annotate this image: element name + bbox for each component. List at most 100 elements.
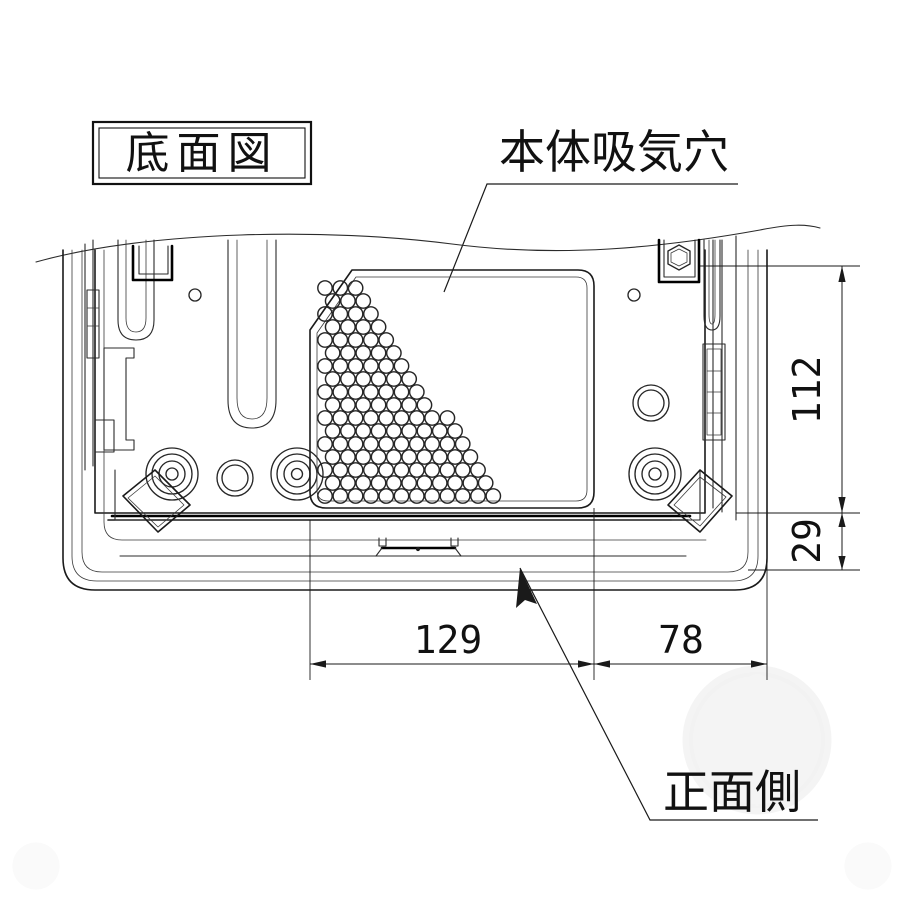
vent-hole [424,436,441,452]
vent-hole [332,384,349,400]
right-u-slot-outer [703,239,721,331]
dim-label-78: 78 [658,618,704,662]
vent-hole [340,371,356,387]
clip-center-dot [415,546,421,552]
vent-hole [332,280,349,296]
vent-hole [340,293,356,309]
dim-label-29: 29 [785,518,829,564]
dimension-group-horizontal: 129 78 [309,508,768,680]
vent-hole [340,449,356,465]
vent-hole [378,436,395,452]
vent-hole [378,332,395,348]
vent-hole [355,319,372,335]
arrow-29-top [838,513,846,527]
vent-hole [324,371,341,387]
vent-hole [324,319,341,335]
ladder-grille [702,343,726,441]
left-lower-tab [114,469,151,521]
vent-hole [462,449,479,465]
vent-hole [362,384,379,400]
vent-hole [385,345,402,361]
vent-hole [393,488,410,504]
center-bottom-clip-bracket [375,537,462,557]
title-box-label: 底面図 [126,128,279,179]
vent-hole [378,358,395,374]
boss-right-upper [632,384,670,422]
left-u-slot2-inner [236,239,268,420]
chamfer-corner-left [122,469,191,533]
vent-hole [317,410,333,426]
vent-hole [317,436,333,452]
vent-hole [447,423,463,439]
vent-hole [378,410,395,426]
title-box: 底面図 [91,120,313,186]
vent-hole [317,488,333,504]
vent-hole [332,306,349,322]
vent-hole [355,293,372,309]
vent-hole [439,436,456,452]
vent-hole [370,319,387,335]
right-side-details [627,235,737,521]
vent-hole [370,423,387,439]
vent-hole [401,423,418,439]
vent-hole [347,306,364,322]
vent-hole [362,436,379,452]
vent-hole [439,488,456,504]
vent-hole [385,423,402,439]
vent-hole [454,488,471,504]
vent-hole [385,397,402,413]
vent-hole [347,410,364,426]
vent-hole [332,358,349,374]
outer-body-edge [62,249,768,591]
arrow-29-bottom [838,556,846,570]
vent-hole [454,436,471,452]
annotation-front: 正面側 [516,567,818,821]
vent-hole [393,436,410,452]
vent-hole [462,475,479,491]
vent-hole [362,306,379,322]
vent-hole [362,462,379,478]
annotation-intake-leader [443,183,738,293]
hex-screw-recess [657,238,701,284]
vent-hole [424,462,441,478]
vent-hole [393,358,410,374]
boss-right-lower [628,447,682,501]
vent-hole [385,475,402,491]
left-top-recess [131,244,174,282]
vent-hole [401,371,418,387]
vent-hole [324,449,341,465]
left-slot-a [86,289,100,359]
outer-body-edge-inner [71,249,759,582]
vent-hole [370,475,387,491]
vent-hole [370,345,387,361]
vent-hole [378,384,395,400]
boss-left-outer [145,447,199,501]
vent-hole [332,462,349,478]
vent-hole [393,410,410,426]
annotation-intake: 本体吸気穴 [443,125,738,293]
vent-hole [408,462,425,478]
vent-hole [485,488,502,504]
inner-plate-edge-2 [103,249,707,541]
left-u-slot2-outer [227,239,277,429]
inner-plate-edge [94,249,706,514]
vent-hole [340,345,356,361]
arrow-78-right [751,660,767,668]
vent-hole [347,462,364,478]
vent-hole [355,397,372,413]
left-u-slot-inner [125,239,147,333]
chassis-outline [35,224,821,591]
vent-hole [355,345,372,361]
vent-hole [378,488,395,504]
vent-hole [470,462,486,478]
arrow-129-left [310,660,326,668]
left-tab-notch [94,419,115,453]
vent-hole [362,332,379,348]
vent-hole [317,462,333,478]
vent-hole [477,475,494,491]
vent-hole [408,410,425,426]
vent-hole [393,384,410,400]
break-line [35,224,821,263]
hex-screw-recess-inner [663,239,696,278]
